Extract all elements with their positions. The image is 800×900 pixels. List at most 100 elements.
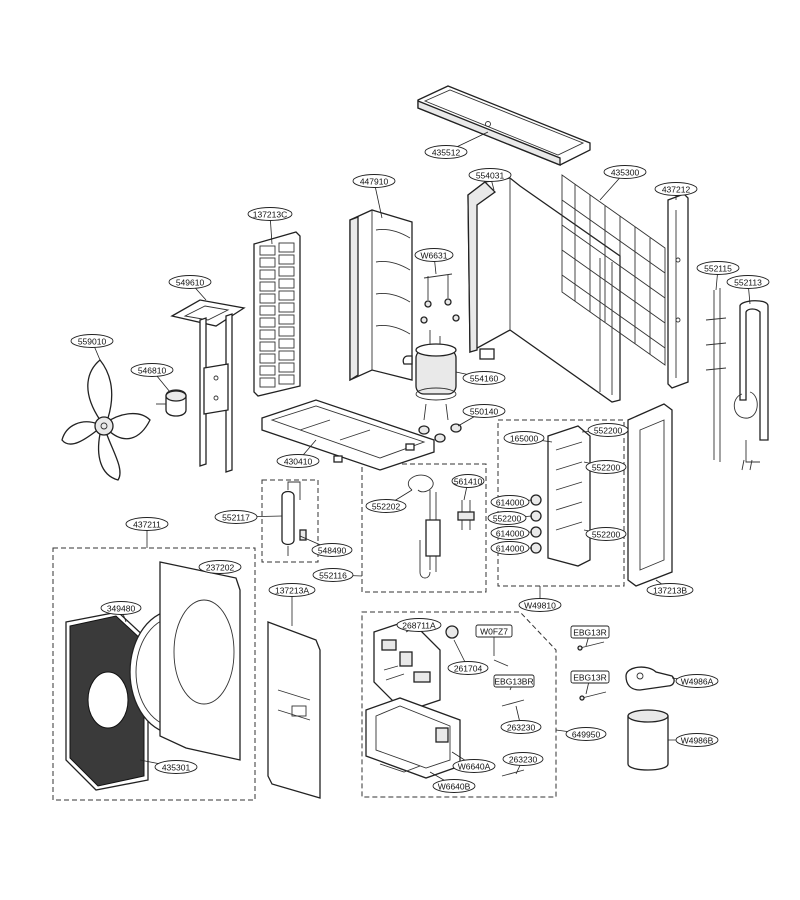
part-number-label: 548490	[318, 546, 347, 556]
part-number-label: 554160	[470, 374, 499, 384]
part-tag-outline	[452, 759, 496, 773]
part-number-label: 437212	[662, 185, 691, 195]
part-tag-p552202: 552202	[365, 499, 407, 513]
part-number-label: 435512	[432, 148, 461, 158]
part-tag-p552117: 552117	[214, 510, 258, 524]
part-number-label: 261704	[454, 664, 483, 674]
part-tag-p554031: 554031	[468, 168, 512, 182]
part-tag-pebg13c: EBG13BR	[493, 674, 535, 688]
part-number-label: W6640A	[458, 762, 491, 772]
service-valve-assembly	[530, 425, 591, 567]
part-tag-p548490: 548490	[311, 543, 353, 557]
part-tag-p6140: 614000	[490, 495, 530, 509]
part-number-label: 263230	[509, 755, 538, 765]
part-tag-p437211: 437211	[125, 517, 169, 531]
part-tag-outline	[726, 275, 770, 289]
coil-cell	[259, 293, 276, 304]
part-tag-outline	[247, 207, 293, 221]
part-tag-outline	[468, 168, 512, 182]
part-tag-outline	[585, 460, 627, 474]
part-number-label: 263230	[507, 723, 536, 733]
part-number-label: 561410	[454, 477, 483, 487]
part-tag-pw6631: W6631	[414, 248, 454, 262]
coil-cell	[259, 341, 276, 352]
part-tag-outline	[130, 363, 174, 377]
part-tag-p5522d: 552200	[585, 527, 627, 541]
part-tag-outline	[585, 527, 627, 541]
part-tag-p1650: 165000	[503, 431, 545, 445]
part-tag-outline	[168, 275, 212, 289]
part-number-label: EBG13R	[573, 628, 607, 638]
part-tag-p552116: 552116	[312, 568, 354, 582]
part-tag-pw4986b: W4986B	[675, 733, 719, 747]
coil-cell	[278, 278, 295, 289]
part-tag-outline	[587, 423, 629, 437]
part-number-label: 614000	[496, 498, 525, 508]
part-number-label: 546810	[138, 366, 167, 376]
part-number-label: EBG13BR	[494, 677, 533, 687]
part-number-label: 552202	[372, 502, 401, 512]
part-tag-pebg13b: EBG13R	[570, 670, 610, 684]
part-tag-outline	[654, 182, 698, 196]
part-number-label: 165000	[510, 434, 539, 444]
part-tag-outline	[502, 752, 544, 766]
part-tag-pw4986a: W4986A	[675, 674, 719, 688]
coil-cell	[278, 362, 295, 373]
right-side-panel	[627, 403, 673, 587]
part-number-label: W49810	[524, 601, 556, 611]
part-number-label: 137213C	[253, 210, 288, 220]
part-tag-p349480: 349480	[100, 601, 142, 615]
coil-cell	[259, 329, 276, 340]
part-tag-outline	[276, 454, 320, 468]
coil-cell	[278, 302, 295, 313]
refrigerant-pipe-assembly	[407, 474, 475, 579]
part-tag-outline	[500, 720, 542, 734]
cabinet-side-panel	[467, 177, 621, 403]
part-tag-outline	[312, 568, 354, 582]
part-tag-outline	[70, 334, 114, 348]
coil-cell	[259, 317, 276, 328]
part-tag-outline	[490, 526, 530, 540]
part-number-label: 614000	[496, 529, 525, 539]
part-tag-p6140b: 614000	[490, 526, 530, 540]
part-number-label: 554031	[476, 171, 505, 181]
part-number-label: 559010	[78, 337, 107, 347]
coil-cell	[278, 290, 295, 301]
part-tag-pw0f27: W0FZ7	[475, 624, 513, 638]
part-tag-outline	[565, 727, 607, 741]
part-tag-outline	[414, 248, 454, 262]
part-tag-p268711a: 268711A	[396, 618, 442, 632]
part-tag-p552113: 552113	[726, 275, 770, 289]
insulation-sleeve	[627, 709, 669, 771]
part-tag-p6140c: 614000	[490, 541, 530, 555]
part-tag-outline	[487, 511, 527, 525]
part-tag-outline	[154, 760, 198, 774]
part-tag-outline	[311, 543, 353, 557]
part-tag-p237202: 237202	[198, 560, 242, 574]
part-tag-p447910: 447910	[352, 174, 396, 188]
part-number-label: W6640B	[438, 782, 471, 792]
part-number-label: 349480	[107, 604, 136, 614]
part-number-label: W4986B	[681, 736, 714, 746]
part-tag-p435301: 435301	[154, 760, 198, 774]
coil-cell	[259, 305, 276, 316]
part-tag-p435512: 435512	[424, 145, 468, 159]
part-tag-outline	[675, 733, 719, 747]
part-number-label: 550140	[470, 407, 499, 417]
part-tag-outline	[603, 165, 647, 179]
part-tag-pw6640b: W6640B	[432, 779, 476, 793]
part-tag-outline	[432, 779, 476, 793]
compressor	[402, 330, 457, 421]
part-tag-outline	[214, 510, 258, 524]
part-number-label: W4986A	[681, 677, 714, 687]
part-number-label: 435300	[611, 168, 640, 178]
clamp-bracket	[625, 666, 675, 691]
part-number-label: 649950	[572, 730, 601, 740]
coil-cell	[278, 338, 295, 349]
part-number-label: 430410	[284, 457, 313, 467]
part-tag-outline	[365, 499, 407, 513]
part-tag-p5522a: 552200	[587, 423, 629, 437]
group-box-front-assembly	[52, 547, 256, 801]
part-tag-pebg13: EBG13R	[570, 625, 610, 639]
